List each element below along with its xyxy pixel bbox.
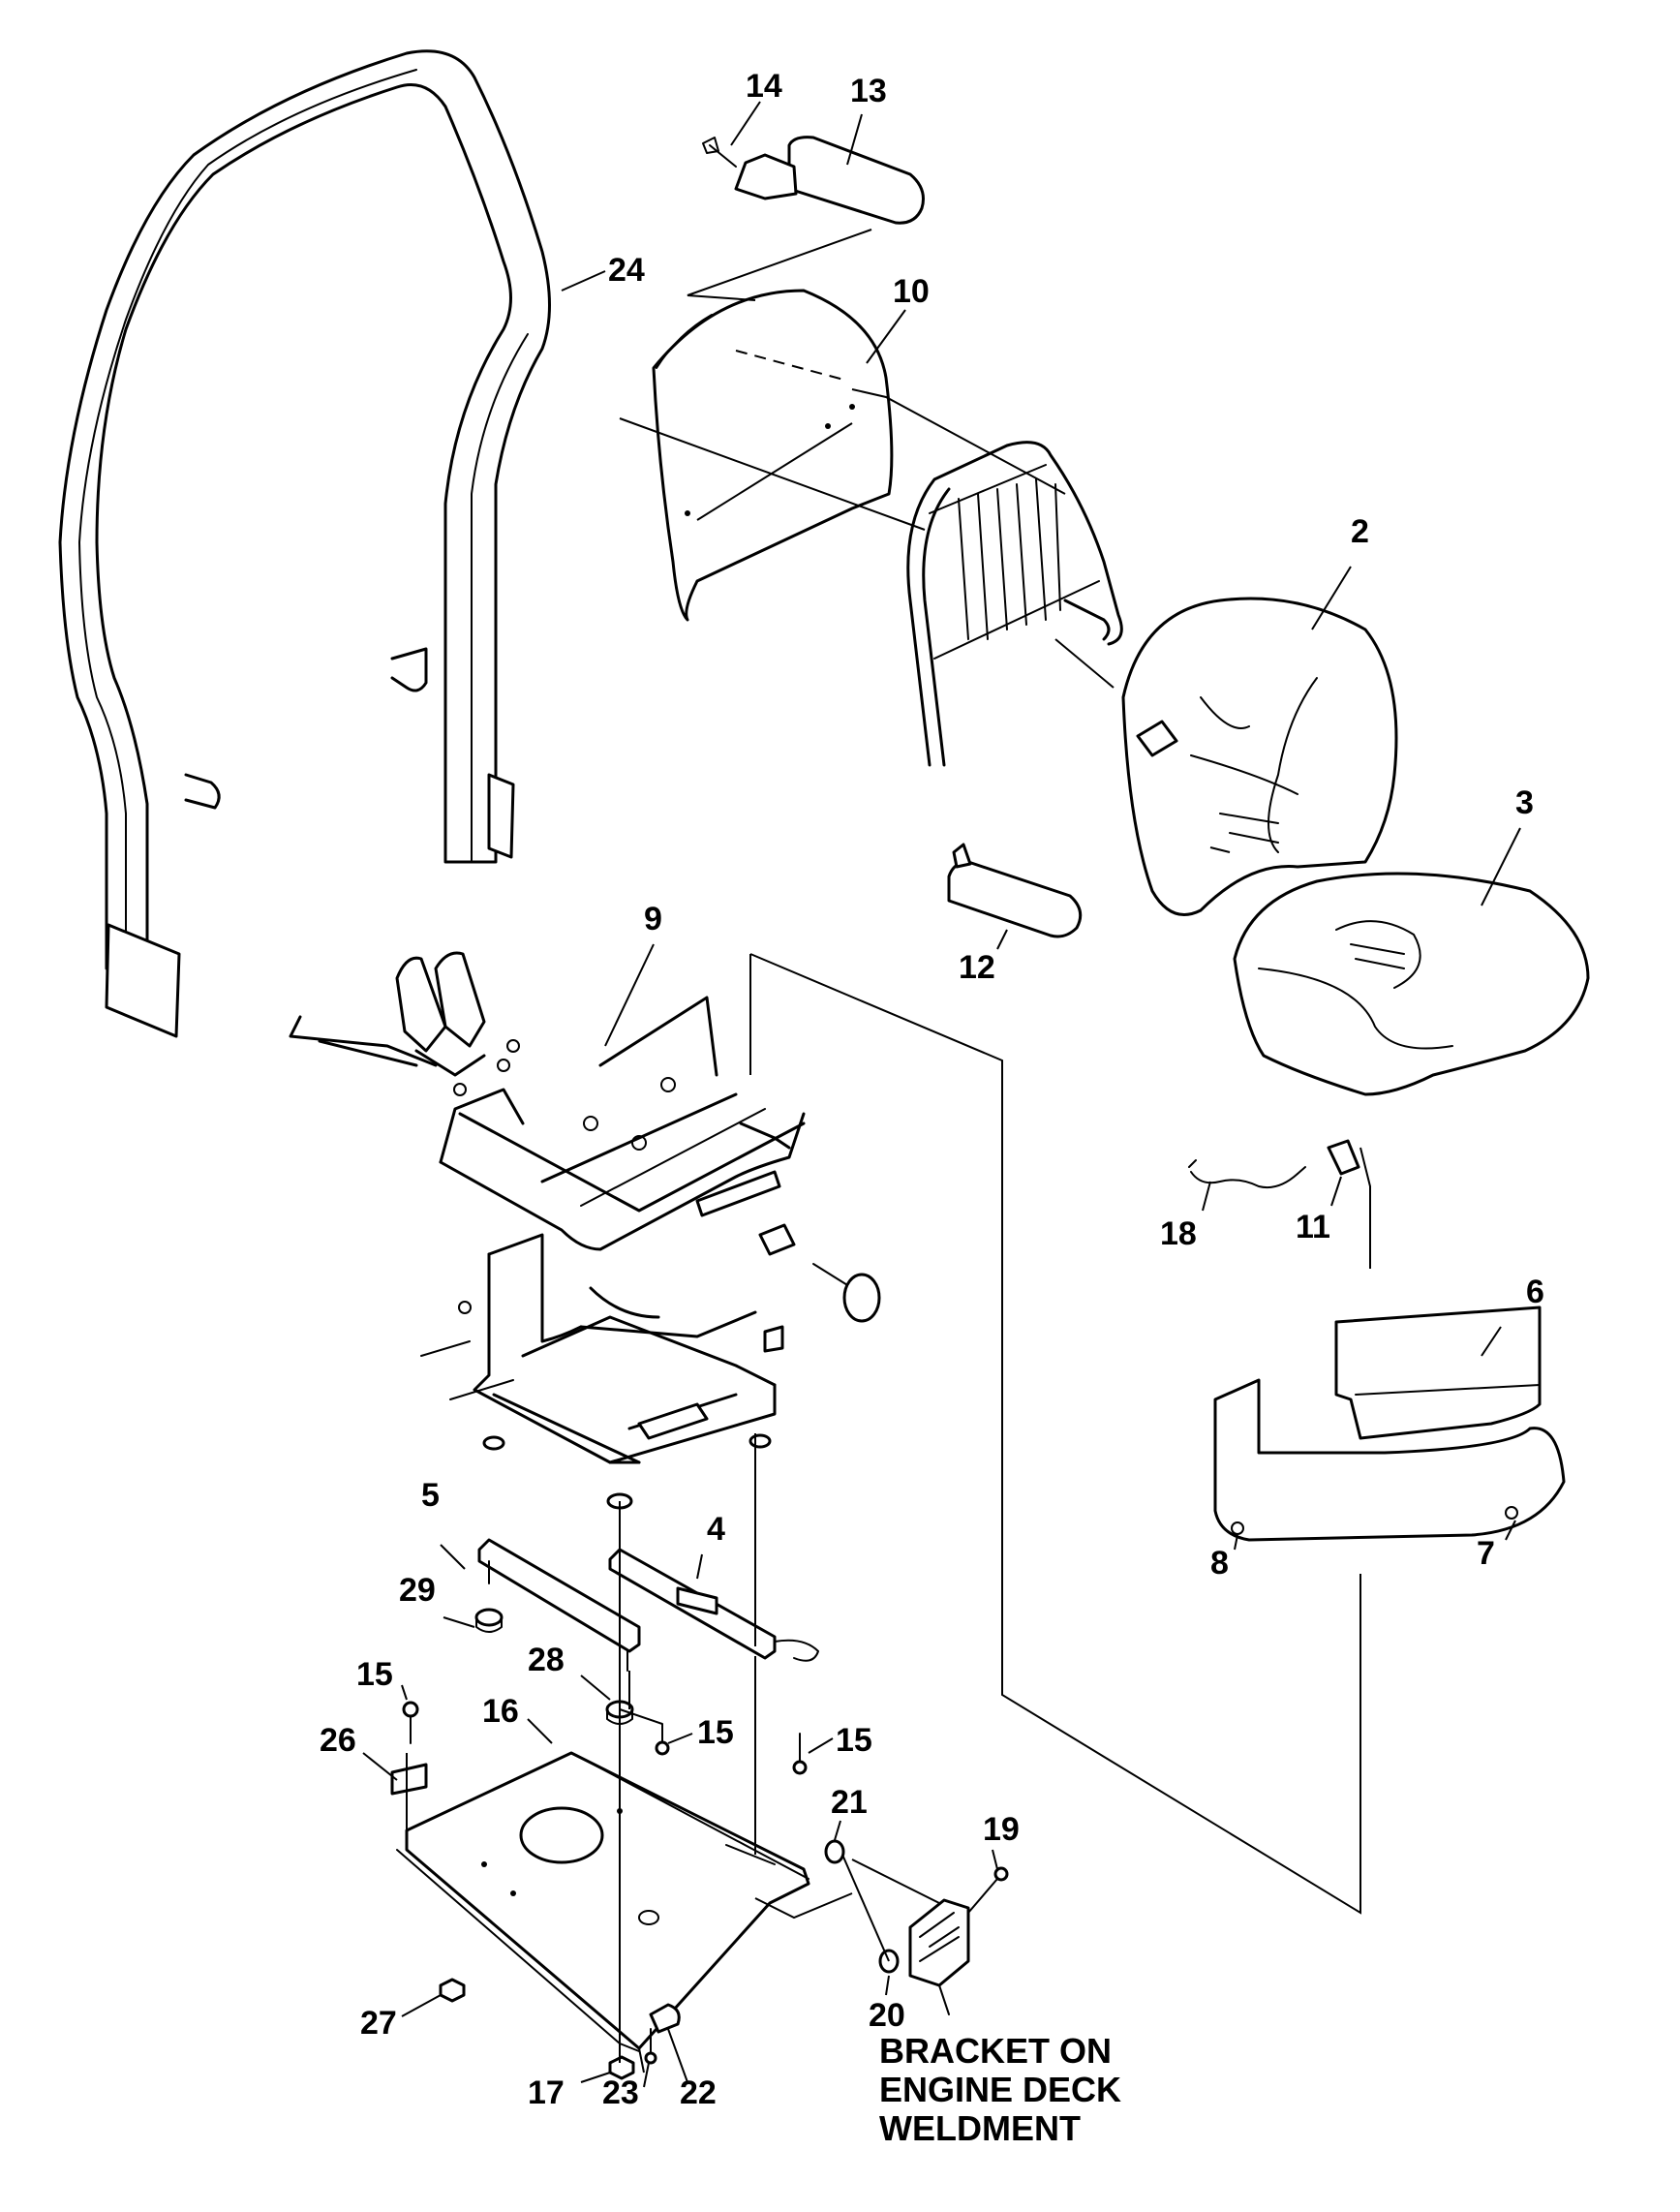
callout-18: 18 (1160, 1215, 1197, 1252)
callout-leaders (362, 101, 1521, 2088)
bracket-26 (390, 1763, 428, 1796)
suspension-upper-frame (439, 996, 806, 1251)
callout-28: 28 (528, 1642, 565, 1678)
latch-22 (649, 2003, 681, 2034)
nut-27 (439, 1978, 466, 2003)
seat-belt-assembly (289, 951, 520, 1096)
callout-19: 19 (983, 1811, 1020, 1848)
seat-back-cushion (1121, 597, 1398, 916)
note-line-3: WELDMENT (879, 2108, 1081, 2148)
note-line-2: ENGINE DECK (879, 2070, 1121, 2109)
armrest-upper (734, 136, 925, 225)
callout-16: 16 (482, 1693, 519, 1730)
screw-23 (644, 2028, 657, 2065)
callout-29: 29 (399, 1572, 436, 1609)
callout-21: 21 (831, 1784, 868, 1821)
callout-12: 12 (959, 949, 995, 986)
callout-15-right: 15 (836, 1722, 872, 1759)
seat-cushion (1233, 872, 1590, 1096)
callout-5: 5 (421, 1477, 440, 1514)
callout-3: 3 (1515, 784, 1534, 821)
seat-switch (1327, 1139, 1360, 1176)
seat-base-plate (396, 1751, 810, 2052)
bushing-21 (824, 1839, 845, 1864)
callout-27: 27 (360, 2005, 397, 2042)
seat-back-cover (652, 289, 894, 622)
callout-20: 20 (869, 1997, 905, 2034)
callout-26: 26 (320, 1722, 356, 1759)
callout-2: 2 (1351, 513, 1369, 550)
bolt-15-mid (655, 1723, 670, 1756)
seat-back-frame (906, 441, 1123, 767)
callout-24: 24 (608, 252, 645, 289)
callout-23: 23 (602, 2074, 639, 2111)
engine-deck-note: BRACKET ON ENGINE DECK WELDMENT (879, 2031, 1121, 2148)
spacer-29 (474, 1608, 504, 1633)
callout-labels: 14 13 24 10 2 3 12 9 18 11 6 8 7 5 4 29 … (320, 68, 1544, 2111)
callout-9: 9 (644, 901, 662, 937)
rops-roll-bar (58, 49, 551, 1038)
note-line-1: BRACKET ON (879, 2031, 1112, 2071)
wire-harness (1188, 1159, 1306, 1189)
callout-15-left: 15 (356, 1656, 393, 1693)
callout-10: 10 (893, 273, 930, 310)
bolt-14 (702, 137, 737, 168)
callout-15-mid: 15 (697, 1714, 734, 1751)
suspension-lower-frame (420, 1233, 784, 1464)
callout-4: 4 (707, 1511, 725, 1548)
slide-rail-right (608, 1548, 819, 1662)
callout-7: 7 (1477, 1535, 1495, 1572)
bolt-15-left (402, 1701, 419, 1744)
callout-22: 22 (680, 2074, 717, 2111)
callout-6: 6 (1526, 1274, 1544, 1310)
adjust-knob (758, 1223, 881, 1323)
slide-rail-left (477, 1538, 641, 1672)
armrest-lower (947, 843, 1083, 938)
callout-17: 17 (528, 2074, 565, 2111)
callout-8: 8 (1210, 1545, 1229, 1582)
assembly-lines (406, 229, 1371, 2074)
seat-pan-tray (1213, 1306, 1566, 1542)
callout-11: 11 (1296, 1209, 1330, 1245)
bolt-19 (967, 1866, 1009, 1914)
callout-13: 13 (850, 73, 887, 109)
callout-14: 14 (746, 68, 782, 105)
engine-deck-bracket (908, 1898, 970, 2015)
bolt-15-right (792, 1733, 808, 1775)
